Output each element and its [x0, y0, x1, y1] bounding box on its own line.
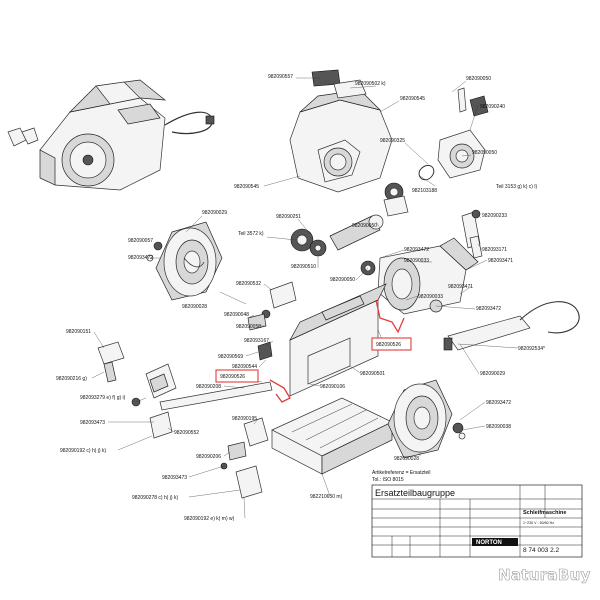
part-label: 982093167	[244, 338, 269, 344]
part-label: 982093473	[162, 475, 187, 481]
part-label: 982093472	[486, 400, 511, 406]
part-label: Teil 3572 k)	[238, 231, 264, 237]
part-label: 982090029	[480, 371, 505, 377]
legend: Artikelreferenz = Ersatzteil Tol.: ISO 8…	[372, 470, 431, 483]
left-grinding-wheel-illustration	[146, 221, 223, 301]
part-label: 982090240	[480, 104, 505, 110]
part-label: 982093472	[476, 306, 501, 312]
title-block-drawing-number: 8 74 003 2.2	[523, 547, 560, 554]
part-label: 982090532	[236, 281, 261, 287]
title-block-machine: Schleifmaschine	[523, 510, 566, 516]
part-label: 982090552	[174, 430, 199, 436]
part-label: 982090208	[196, 384, 221, 390]
part-label: 982090325	[380, 138, 405, 144]
gear-train-illustration	[290, 182, 409, 257]
part-label: 982090557	[268, 74, 293, 80]
part-label: 982090033	[404, 258, 429, 264]
part-label: 982090029	[202, 210, 227, 216]
part-label: 982103188	[412, 188, 437, 194]
part-label: 982090206	[196, 454, 221, 460]
collection-tray-illustration	[271, 397, 393, 475]
part-label: 982090038	[486, 424, 511, 430]
right-grinding-wheel-illustration	[387, 379, 466, 459]
leader-lines	[91, 77, 519, 519]
part-label: 982090545	[400, 96, 425, 102]
part-label: 982090057	[128, 238, 153, 244]
base-frame-illustration	[247, 281, 387, 397]
highlighted-part-label: 982090526	[376, 342, 401, 348]
legend-tolerance: Tol.: ISO 8015	[372, 477, 404, 483]
part-label: 982090545	[234, 184, 259, 190]
title-block: Ersatzteilbaugruppe Schleifmaschine 1~23…	[371, 484, 583, 558]
part-label: 982090048	[224, 312, 249, 318]
part-label: 982210650 m)	[310, 494, 343, 500]
part-label: 982090050	[352, 223, 377, 229]
housing-cover-illustration	[289, 69, 393, 193]
highlighted-parts	[269, 299, 405, 403]
assembled-machine-illustration	[7, 79, 215, 191]
part-label: 982090028	[182, 304, 207, 310]
title-block-heading: Ersatzteilbaugruppe	[375, 488, 455, 498]
part-label: 982093472	[404, 247, 429, 253]
part-label: 982090278 c) h) j) k)	[132, 495, 178, 501]
title-block-brand: NORTON	[476, 540, 502, 546]
part-label: 982090195	[232, 416, 257, 422]
part-labels: 982090557 982090502 k) 982090050 9820905…	[56, 74, 545, 522]
part-label: 982090569	[218, 354, 243, 360]
shaft-assembly-illustration	[97, 341, 273, 499]
part-label: 982090050	[330, 277, 355, 283]
part-label: 982093473	[80, 420, 105, 426]
part-label: 982090192 c) h) j) k)	[60, 448, 106, 454]
part-label: 982093471	[488, 258, 513, 264]
part-label: 982093279 e) f) g) i)	[80, 395, 126, 401]
motor-assembly-illustration	[360, 209, 483, 315]
part-label: 982090058	[236, 324, 261, 330]
part-label: 982090050	[472, 150, 497, 156]
part-label: 982093472	[128, 255, 153, 261]
power-cord-illustration	[443, 301, 580, 351]
part-label: 982093471	[448, 284, 473, 290]
highlighted-part-labels: 982090526 982090526	[215, 337, 412, 383]
part-label: 982090028	[394, 456, 419, 462]
part-label: 982090216 g)	[56, 376, 87, 382]
part-label: 982092534*	[518, 346, 545, 352]
part-label: 982090502 k)	[355, 81, 386, 87]
legend-article-reference: Artikelreferenz = Ersatzteil	[372, 470, 431, 476]
part-label: 982090251	[276, 214, 301, 220]
part-label: 982090106	[320, 384, 345, 390]
part-label: 982090050	[466, 76, 491, 82]
part-label: 982090510	[291, 264, 316, 270]
watermark: NaturaBuy	[498, 566, 591, 584]
part-label: 982090501	[360, 371, 385, 377]
part-label: 982090033	[418, 294, 443, 300]
motor-bracket-illustration	[418, 87, 489, 181]
title-block-voltage: 1~230 V - 50/60 Hz	[523, 521, 554, 525]
part-label: 982093171	[482, 247, 507, 253]
part-label: 982090192 e) k) m) w)	[184, 516, 235, 522]
part-label: 982090233	[482, 213, 507, 219]
part-label: Teil 3153 g) k) c) l)	[496, 184, 537, 190]
highlighted-part-label: 982090526	[220, 374, 245, 380]
part-label: 982090544	[232, 364, 257, 370]
part-label: 982090151	[66, 329, 91, 335]
